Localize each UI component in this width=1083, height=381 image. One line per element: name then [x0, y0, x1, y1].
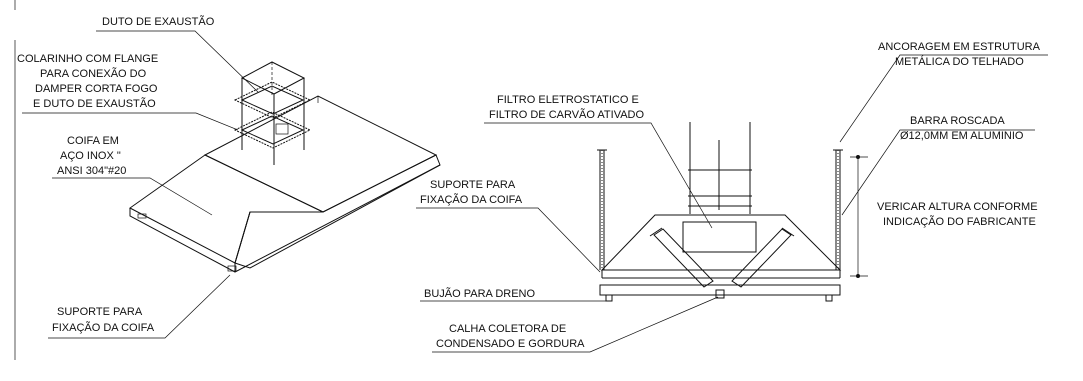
svg-text:COIFA EM: COIFA EM [67, 135, 119, 147]
svg-text:METÁLICA DO TELHADO: METÁLICA DO TELHADO [895, 55, 1024, 68]
flange-upper [233, 81, 312, 119]
svg-text:FIXAÇÃO DA COIFA: FIXAÇÃO DA COIFA [52, 321, 155, 334]
svg-text:COLARINHO COM FLANGE: COLARINHO COM FLANGE [17, 53, 158, 65]
svg-text:E DUTO DE EXAUSTÃO: E DUTO DE EXAUSTÃO [33, 97, 156, 110]
filter-box [682, 221, 757, 253]
svg-text:DAMPER CORTA FOGO: DAMPER CORTA FOGO [35, 83, 158, 95]
svg-text:PARA CONEXÃO DO: PARA CONEXÃO DO [40, 67, 147, 80]
drip-tray [599, 284, 841, 296]
svg-text:INDICAÇÃO DO FABRICANTE: INDICAÇÃO DO FABRICANTE [883, 215, 1036, 228]
label-ancoragem: ANCORAGEM EM ESTRUTURA METÁLICA DO TELHA… [839, 41, 1048, 143]
isometric-hood [129, 61, 441, 273]
side-view-hood [597, 122, 868, 302]
svg-text:SUPORTE PARA: SUPORTE PARA [57, 306, 143, 318]
side-hood-body [600, 214, 842, 271]
svg-text:ANCORAGEM EM ESTRUTURA: ANCORAGEM EM ESTRUTURA [878, 41, 1041, 53]
flange-lower [233, 111, 312, 149]
svg-text:AÇO INOX ": AÇO INOX " [60, 150, 121, 162]
svg-text:CALHA COLETORA DE: CALHA COLETORA DE [449, 323, 566, 335]
svg-text:BUJÃO PARA DRENO: BUJÃO PARA DRENO [424, 287, 535, 300]
label-colarinho: COLARINHO COM FLANGE PARA CONEXÃO DO DAM… [17, 53, 239, 131]
label-duto-exaustao: DUTO DE EXAUSTÃO [96, 15, 259, 93]
label-verificar: VERICAR ALTURA CONFORME INDICAÇÃO DO FAB… [877, 201, 1038, 228]
label-text: DUTO DE EXAUSTÃO [102, 15, 215, 28]
svg-text:FILTRO ELETROSTATICO E: FILTRO ELETROSTATICO E [497, 94, 639, 106]
label-filtro: FILTRO ELETROSTATICO E FILTRO DE CARVÃO … [484, 94, 713, 229]
hood-top-plate [203, 95, 438, 213]
filter-right [731, 228, 792, 288]
svg-text:ANSI 304"#20: ANSI 304"#20 [57, 165, 126, 177]
svg-text:Ø12,0MM EM ALUMINIO: Ø12,0MM EM ALUMINIO [900, 130, 1024, 142]
label-barra: BARRA ROSCADA Ø12,0MM EM ALUMINIO [841, 115, 1035, 216]
label-coifa-inox: COIFA EM AÇO INOX " ANSI 304"#20 [52, 135, 213, 216]
svg-text:CONDENSADO E GORDURA: CONDENSADO E GORDURA [436, 338, 585, 350]
label-suporte-left: SUPORTE PARA FIXAÇÃO DA COIFA [48, 274, 231, 339]
filter-left [653, 228, 714, 288]
svg-text:BARRA ROSCADA: BARRA ROSCADA [910, 115, 1005, 127]
label-suporte-mid: SUPORTE PARA FIXAÇÃO DA COIFA [416, 179, 601, 273]
svg-text:SUPORTE PARA: SUPORTE PARA [430, 179, 516, 191]
svg-text:FIXAÇÃO DA COIFA: FIXAÇÃO DA COIFA [420, 193, 523, 206]
svg-text:FILTRO DE CARVÃO ATIVADO: FILTRO DE CARVÃO ATIVADO [489, 108, 644, 121]
label-calha: CALHA COLETORA DE CONDENSADO E GORDURA [432, 296, 719, 353]
duct-top-face [240, 61, 306, 95]
svg-text:VERICAR ALTURA CONFORME: VERICAR ALTURA CONFORME [877, 201, 1038, 213]
label-bujao: BUJÃO PARA DRENO [420, 287, 606, 302]
